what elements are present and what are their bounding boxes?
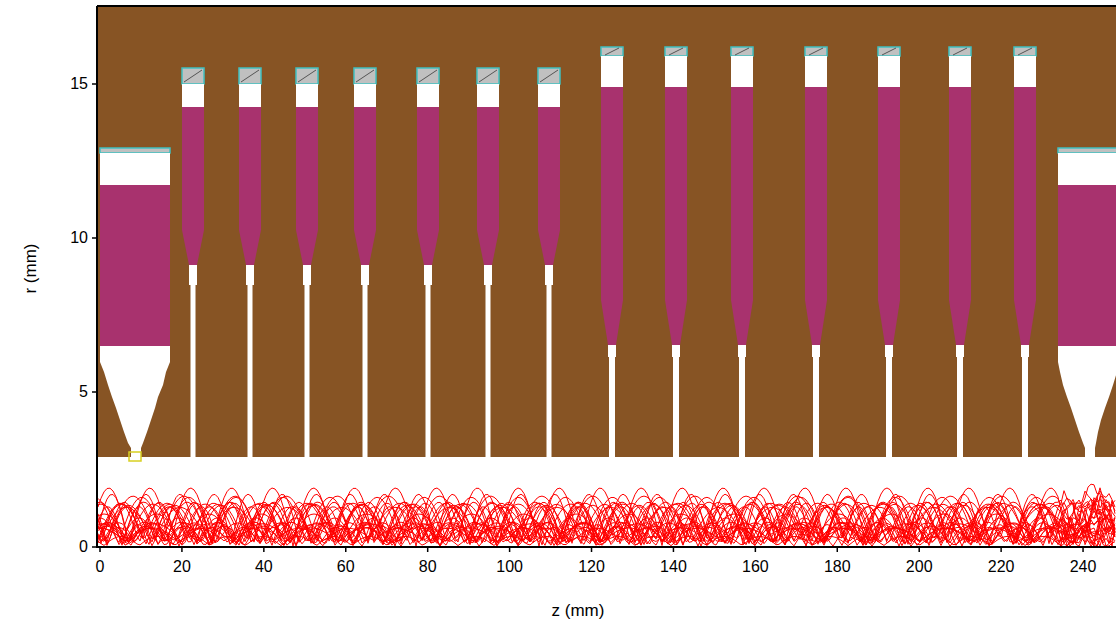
tick-label: 20 xyxy=(173,559,191,575)
particle-trajectory xyxy=(98,488,1115,544)
tick-label: 160 xyxy=(742,559,769,575)
axis-tick xyxy=(1082,547,1084,552)
tick-label: 220 xyxy=(988,559,1015,575)
particle-trajectory xyxy=(98,500,1115,546)
particle-trajectory xyxy=(98,484,1115,546)
axis-tick xyxy=(1000,547,1002,552)
tick-label: 0 xyxy=(96,559,105,575)
axis-tick xyxy=(509,547,511,552)
particle-trajectory xyxy=(98,518,1115,547)
tick-label: 200 xyxy=(906,559,933,575)
particle-trajectory xyxy=(98,517,1115,547)
tick-label: 80 xyxy=(419,559,437,575)
tick-label: 10 xyxy=(70,230,88,246)
axis-tick xyxy=(181,547,183,552)
tick-label: 15 xyxy=(70,76,88,92)
tick-label: 140 xyxy=(660,559,687,575)
tick-label: 180 xyxy=(824,559,851,575)
tick-label: 5 xyxy=(79,384,88,400)
axis-tick xyxy=(345,547,347,552)
axis-tick xyxy=(263,547,265,552)
axis-tick xyxy=(427,547,429,552)
tick-label: 240 xyxy=(1070,559,1097,575)
axis-tick xyxy=(99,547,101,552)
axis-title: r (mm) xyxy=(22,243,39,293)
tick-label: 40 xyxy=(255,559,273,575)
tick-label: 100 xyxy=(496,559,523,575)
tick-label: 60 xyxy=(337,559,355,575)
particle-trajectory xyxy=(98,498,1115,546)
axis-tick xyxy=(591,547,593,552)
axis-tick xyxy=(918,547,920,552)
tick-label: 0 xyxy=(79,539,88,555)
tick-label: 120 xyxy=(578,559,605,575)
axis-tick xyxy=(673,547,675,552)
axis-tick xyxy=(837,547,839,552)
axis-tick xyxy=(755,547,757,552)
axis-title: z (mm) xyxy=(552,602,605,619)
